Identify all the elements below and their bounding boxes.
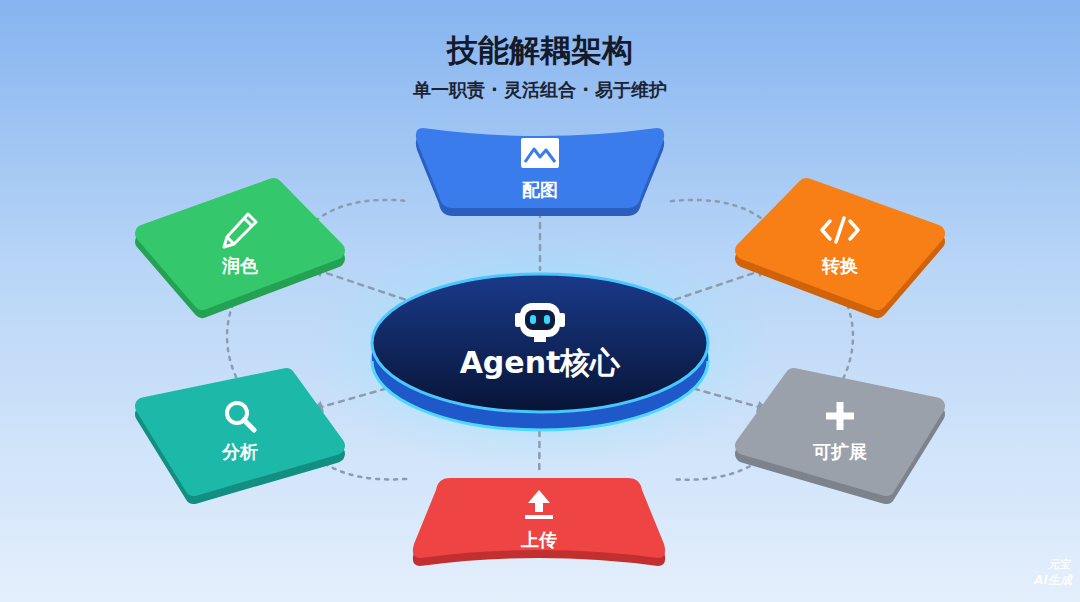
skill-label: 配图	[522, 178, 558, 202]
skill-connector	[539, 212, 542, 270]
skill-connector	[313, 268, 405, 299]
ring-connector	[671, 200, 771, 227]
node-shape	[135, 364, 345, 496]
node-shape	[135, 178, 345, 310]
robot-icon	[514, 297, 566, 343]
upload-icon	[517, 484, 561, 524]
code-icon	[818, 210, 862, 250]
skill-card: 上传	[410, 478, 668, 558]
skill-label: 上传	[521, 528, 557, 552]
skill-connector	[675, 268, 767, 299]
skill-label: 分析	[222, 440, 258, 464]
search-icon	[218, 396, 262, 436]
skill-label: 可扩展	[813, 440, 867, 464]
skill-card: 配图	[413, 128, 667, 208]
skill-connector	[683, 386, 767, 410]
ring-connector	[309, 200, 409, 227]
subtitle: 单一职责 · 灵活组合 · 易于维护	[0, 78, 1080, 102]
node-shape	[735, 178, 945, 310]
image-icon	[518, 134, 562, 174]
watermark: 元宝	[1048, 557, 1070, 572]
core-label: Agent核心	[460, 343, 621, 384]
watermark: AI生成	[1034, 572, 1072, 589]
diagram-title: 技能解耦架构	[0, 30, 1080, 72]
skill-label: 润色	[222, 254, 258, 278]
skill-connector	[313, 386, 397, 410]
plus-icon	[818, 396, 862, 436]
skill-card: 可扩展	[735, 364, 945, 496]
core-disk: Agent核心	[370, 262, 710, 432]
skill-label: 转换	[822, 254, 858, 278]
skill-card: 转换	[735, 178, 945, 310]
skill-card: 润色	[135, 178, 345, 310]
pencil-icon	[218, 210, 262, 250]
skill-card: 分析	[135, 364, 345, 496]
